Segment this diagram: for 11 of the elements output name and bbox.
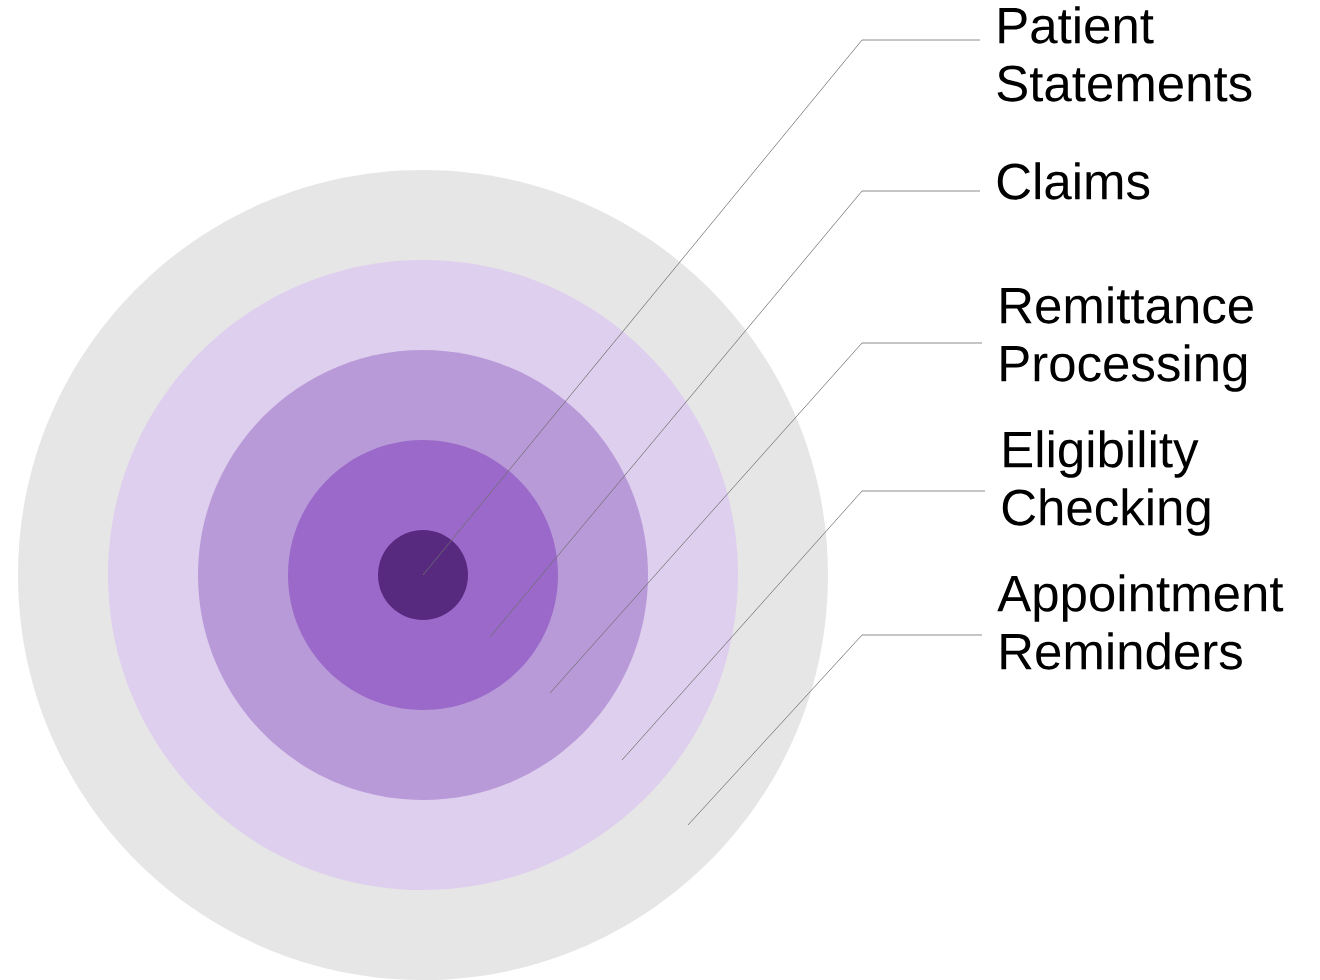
label-text: Appointment Reminders xyxy=(997,574,1284,670)
leader-line xyxy=(687,634,983,826)
leader-line xyxy=(489,190,981,638)
label-text: Claims xyxy=(997,162,1150,200)
label-text: Eligibility Checking xyxy=(1002,430,1210,536)
leader-line xyxy=(549,342,983,694)
label-text: Remittance Processing xyxy=(1001,286,1253,392)
leader-line xyxy=(621,490,986,761)
ring-circle xyxy=(378,530,468,620)
leader-line xyxy=(422,39,981,576)
label-text: Patient Statements xyxy=(997,6,1252,102)
